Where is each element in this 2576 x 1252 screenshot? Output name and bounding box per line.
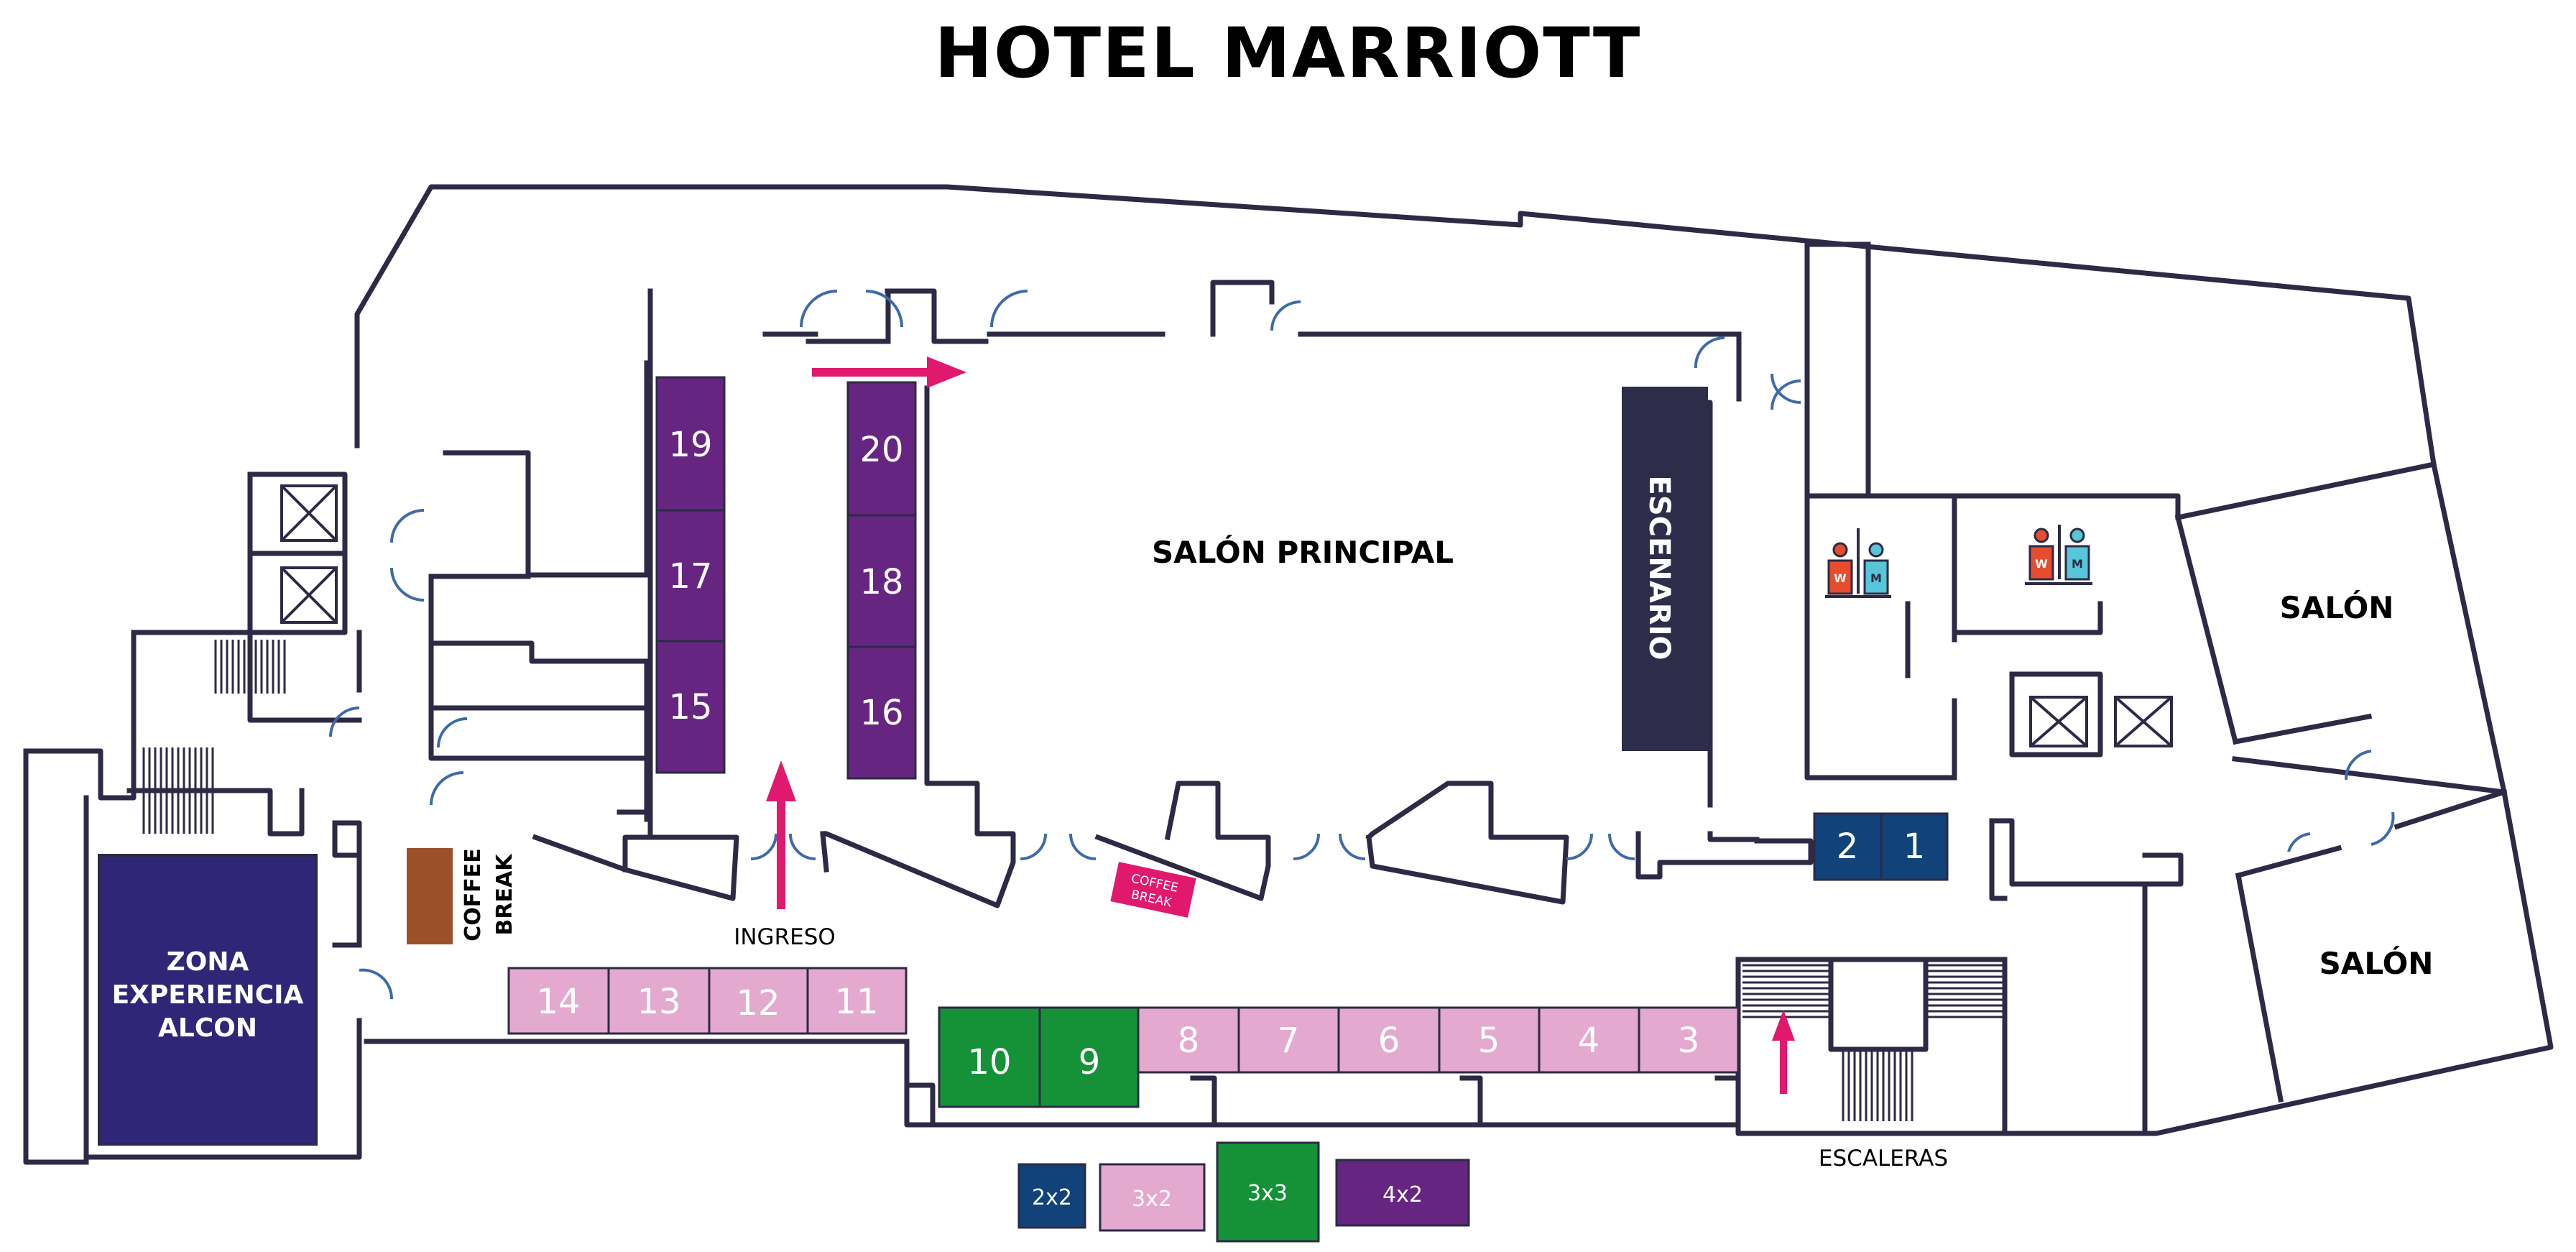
stand-20[interactable]	[846, 381, 917, 517]
stand-label: 15	[668, 687, 712, 727]
doors	[329, 290, 2395, 1000]
stand-10[interactable]	[938, 1006, 1041, 1108]
coffee-label-1: COFFEE	[461, 848, 486, 942]
stairs	[142, 640, 2003, 1121]
stand-label: 13	[637, 982, 680, 1022]
stand-label: 9	[1079, 1042, 1101, 1082]
coffee-label-2: BREAK	[492, 853, 517, 936]
stand-19[interactable]	[655, 376, 726, 512]
coffee-break-area[interactable]	[407, 848, 453, 944]
stand-1[interactable]	[1880, 812, 1949, 881]
stand-label: 19	[668, 425, 712, 465]
restroom-icon-left: W M	[1825, 528, 1891, 598]
escaleras-label: ESCALERAS	[1819, 1146, 1948, 1172]
stand-label: 20	[859, 430, 903, 470]
zona-experiencia-alcon[interactable]	[98, 854, 318, 1146]
stand-labels: 19 17 15 20 18 16 14 13 12 11 10 9 8 7 6…	[536, 425, 1925, 1082]
page-title: HOTEL MARRIOTT	[934, 13, 1642, 93]
salon-label: SALÓN	[2319, 945, 2434, 981]
escenario-stage	[1622, 387, 1708, 751]
stand-label: 10	[967, 1042, 1011, 1082]
escenario-label: ESCENARIO	[1643, 476, 1676, 660]
legend-3x3-label: 3x3	[1247, 1181, 1288, 1206]
stand-12[interactable]	[708, 967, 809, 1035]
legend-4x2-swatch	[1335, 1159, 1470, 1227]
stand-2[interactable]	[1813, 812, 1883, 881]
zona-label-1: ZONA	[167, 947, 249, 977]
ingreso-label: INGRESO	[734, 924, 836, 950]
stand-11[interactable]	[806, 967, 908, 1035]
stand-17[interactable]	[655, 509, 726, 643]
restroom-m-label: M	[2072, 557, 2083, 571]
stand-label: 6	[1378, 1021, 1400, 1061]
stand-16[interactable]	[846, 645, 917, 780]
stand-7[interactable]	[1237, 1006, 1340, 1074]
legend-2x2-label: 2x2	[1032, 1185, 1072, 1210]
coffee-break-badge[interactable]: COFFEE BREAK	[1110, 862, 1196, 918]
salon-principal-label: SALÓN PRINCIPAL	[1152, 534, 1454, 570]
legend	[1017, 1141, 1470, 1243]
arrow-icon	[766, 760, 796, 909]
stand-label: 3	[1678, 1021, 1700, 1061]
restroom-w-label: W	[1834, 571, 1847, 585]
arrow-icon	[1772, 1010, 1795, 1094]
stand-4[interactable]	[1538, 1006, 1640, 1074]
stand-8[interactable]	[1137, 1006, 1240, 1074]
stand-label: 2	[1837, 827, 1859, 867]
stand-18[interactable]	[846, 514, 917, 648]
stand-label: 18	[859, 562, 903, 602]
elevator-icons	[280, 484, 2173, 747]
restroom-w-label: W	[2035, 557, 2048, 571]
stand-label: 4	[1578, 1021, 1600, 1061]
stand-label: 5	[1478, 1021, 1500, 1061]
salon-label: SALÓN	[2280, 589, 2394, 625]
legend-3x2-swatch	[1099, 1163, 1206, 1232]
stand-3[interactable]	[1638, 1006, 1740, 1074]
restroom-m-label: M	[1870, 571, 1882, 585]
stand-13[interactable]	[607, 967, 711, 1035]
stand-label: 17	[668, 556, 712, 597]
walls	[23, 184, 2554, 1165]
stand-label: 1	[1903, 827, 1926, 867]
restroom-icon-right: W M	[2025, 525, 2092, 585]
zona-label-3: ALCON	[158, 1013, 257, 1043]
stand-15[interactable]	[655, 640, 726, 774]
stand-9[interactable]	[1038, 1006, 1140, 1108]
legend-3x2-label: 3x2	[1132, 1187, 1172, 1212]
legend-4x2-label: 4x2	[1382, 1182, 1423, 1207]
stand-label: 8	[1178, 1021, 1200, 1061]
stand-label: 16	[859, 693, 903, 733]
legend-3x3-swatch	[1216, 1141, 1320, 1243]
stand-label: 12	[736, 983, 780, 1023]
stands	[507, 376, 1949, 1108]
stand-label: 11	[834, 982, 878, 1022]
stand-label: 7	[1278, 1021, 1300, 1061]
arrow-icon	[812, 356, 966, 388]
stand-label: 14	[536, 982, 580, 1022]
legend-2x2-swatch	[1017, 1163, 1086, 1229]
zona-label-2: EXPERIENCIA	[112, 980, 304, 1010]
